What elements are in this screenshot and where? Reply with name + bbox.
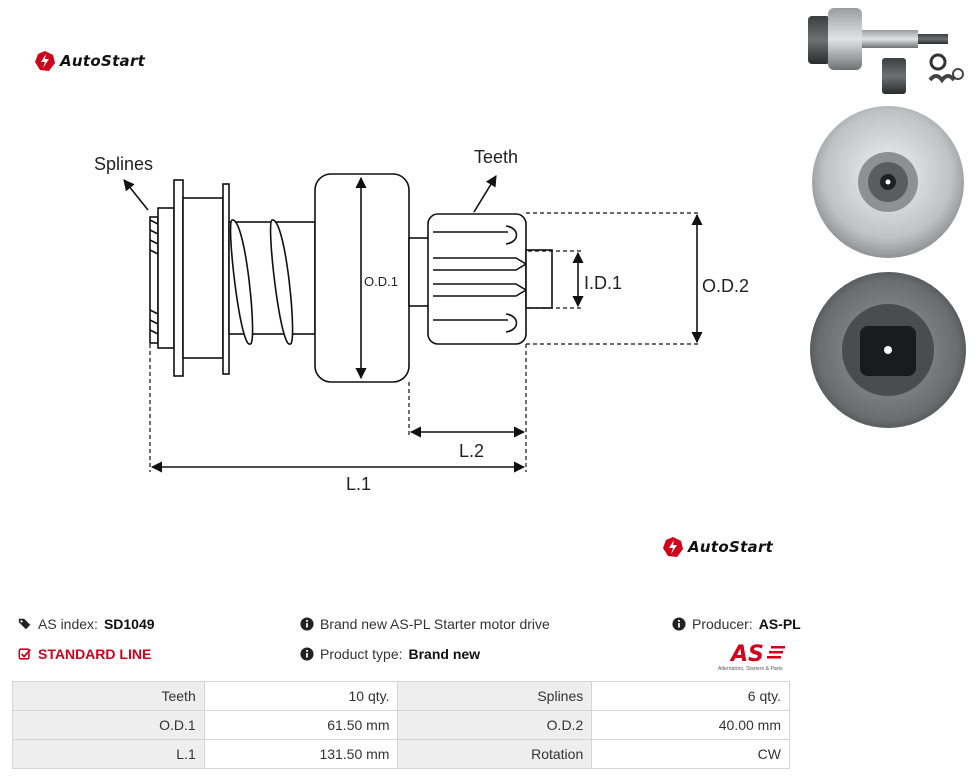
- autostart-logo-secondary: AutoStart: [662, 536, 773, 558]
- standard-line-badge: STANDARD LINE: [18, 646, 151, 662]
- table-row: O.D.1 61.50 mm O.D.2 40.00 mm: [12, 710, 790, 740]
- producer-value: AS-PL: [758, 616, 801, 632]
- info-circle-icon: [300, 647, 314, 661]
- spec-label: Teeth: [12, 681, 205, 711]
- body-shape: [182, 197, 224, 359]
- spec-label: O.D.1: [12, 710, 205, 740]
- spec-label: O.D.2: [397, 710, 593, 740]
- spec-value: CW: [591, 739, 790, 769]
- description-text: Brand new AS-PL Starter motor drive: [320, 616, 550, 632]
- od1-label: O.D.1: [364, 274, 398, 289]
- as-pl-logo: AS Alternators, Starters & Parts: [718, 642, 785, 672]
- flange-right: [222, 183, 230, 375]
- spring-coil-1: [229, 219, 254, 345]
- product-photo-front: [812, 106, 964, 258]
- starter-drive-diagram: Splines Teeth O.D.1 I.D.1 O.D.2 L.2 L.1: [94, 147, 749, 494]
- product-photo-rear: [810, 272, 966, 428]
- autostart-logo: AutoStart: [34, 50, 145, 72]
- id1-label: I.D.1: [584, 273, 622, 293]
- spec-value: 61.50 mm: [203, 710, 399, 740]
- standard-line-text: STANDARD LINE: [38, 646, 152, 662]
- autostart-logo-icon: [663, 537, 683, 557]
- check-square-icon: [18, 648, 31, 660]
- autostart-logo-icon: [35, 51, 55, 71]
- od2-label: O.D.2: [702, 276, 749, 296]
- spec-label: L.1: [12, 739, 205, 769]
- spring-coil-2: [269, 219, 294, 345]
- info-circle-icon: [300, 617, 314, 631]
- teeth-label: Teeth: [474, 147, 518, 167]
- table-row: Teeth 10 qty. Splines 6 qty.: [12, 681, 790, 711]
- product-type-label: Product type:: [320, 646, 403, 662]
- pinion-shape: [427, 213, 527, 345]
- autostart-logo-text: AutoStart: [60, 52, 146, 70]
- producer-label: Producer:: [692, 616, 753, 632]
- splines-pointer: [123, 179, 149, 211]
- spec-value: 40.00 mm: [591, 710, 790, 740]
- info-circle-icon: [672, 617, 686, 631]
- splines-label: Splines: [94, 154, 153, 174]
- product-type-value: Brand new: [408, 646, 481, 662]
- flange-left: [173, 179, 184, 377]
- spec-value: 10 qty.: [203, 681, 399, 711]
- l2-label: L.2: [459, 441, 484, 461]
- as-index-label: AS index:: [38, 616, 98, 632]
- as-index: AS index: SD1049: [18, 616, 155, 632]
- collar-shape: [157, 207, 175, 349]
- spec-value: 131.50 mm: [203, 739, 399, 769]
- product-description: Brand new AS-PL Starter motor drive: [300, 616, 550, 632]
- tags-icon: [18, 618, 31, 630]
- table-row: L.1 131.50 mm Rotation CW: [12, 739, 790, 769]
- as-index-value: SD1049: [103, 616, 155, 632]
- producer: Producer: AS-PL: [672, 616, 801, 632]
- as-pl-tagline: Alternators, Starters & Parts: [718, 666, 783, 672]
- autostart-logo-text: AutoStart: [688, 538, 774, 556]
- product-type: Product type: Brand new: [300, 646, 480, 662]
- spec-label: Rotation: [397, 739, 593, 769]
- pinion-nose-shape: [525, 249, 553, 309]
- teeth-pointer: [473, 175, 497, 213]
- neck-shape: [408, 237, 430, 307]
- l1-label: L.1: [346, 474, 371, 494]
- spec-label: Splines: [397, 681, 593, 711]
- product-photo-side: [808, 8, 964, 94]
- specs-table: Teeth 10 qty. Splines 6 qty. O.D.1 61.50…: [12, 681, 790, 769]
- spec-value: 6 qty.: [591, 681, 790, 711]
- as-pl-logo-text: AS: [729, 642, 764, 667]
